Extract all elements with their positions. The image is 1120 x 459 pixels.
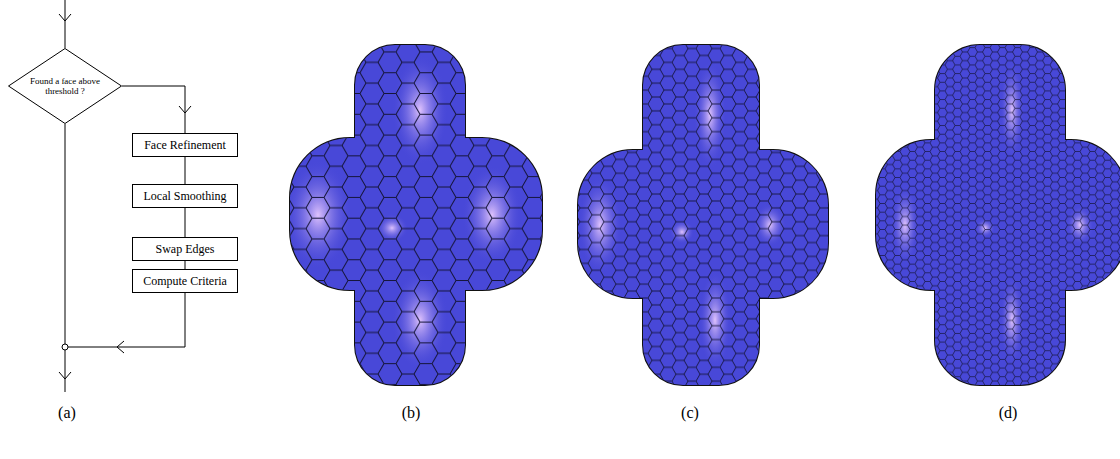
process-box: Swap Edges	[132, 237, 238, 261]
arrow-head	[179, 106, 191, 113]
node-text: Found a face above threshold ?	[27, 76, 103, 97]
subfigure-label: (c)	[681, 404, 699, 422]
process-box: Local Smoothing	[132, 184, 238, 208]
process-box: Compute Criteria	[132, 269, 238, 293]
subfigure-label: (b)	[402, 404, 421, 422]
node-text: Local Smoothing	[144, 189, 227, 204]
subfigure-label: (a)	[58, 404, 76, 422]
flow-connector	[185, 261, 186, 269]
node-text: Compute Criteria	[143, 274, 227, 289]
connector-line	[185, 208, 186, 237]
connector-line	[122, 86, 185, 133]
connector-line	[185, 261, 186, 269]
subfigure-label: (d)	[999, 404, 1018, 422]
node-text: Face Refinement	[144, 138, 226, 153]
diamond-shape	[9, 49, 122, 124]
mesh-figure	[870, 40, 1120, 390]
mesh-figure	[570, 40, 835, 390]
flow-connector	[122, 86, 191, 133]
decision-diamond: Found a face above threshold ?	[8, 48, 122, 124]
flow-connector	[185, 208, 186, 237]
mesh-figure	[280, 40, 550, 390]
flow-connector	[185, 157, 186, 184]
process-box: Face Refinement	[132, 133, 238, 157]
node-text: Swap Edges	[156, 242, 215, 257]
connector-line	[185, 157, 186, 184]
